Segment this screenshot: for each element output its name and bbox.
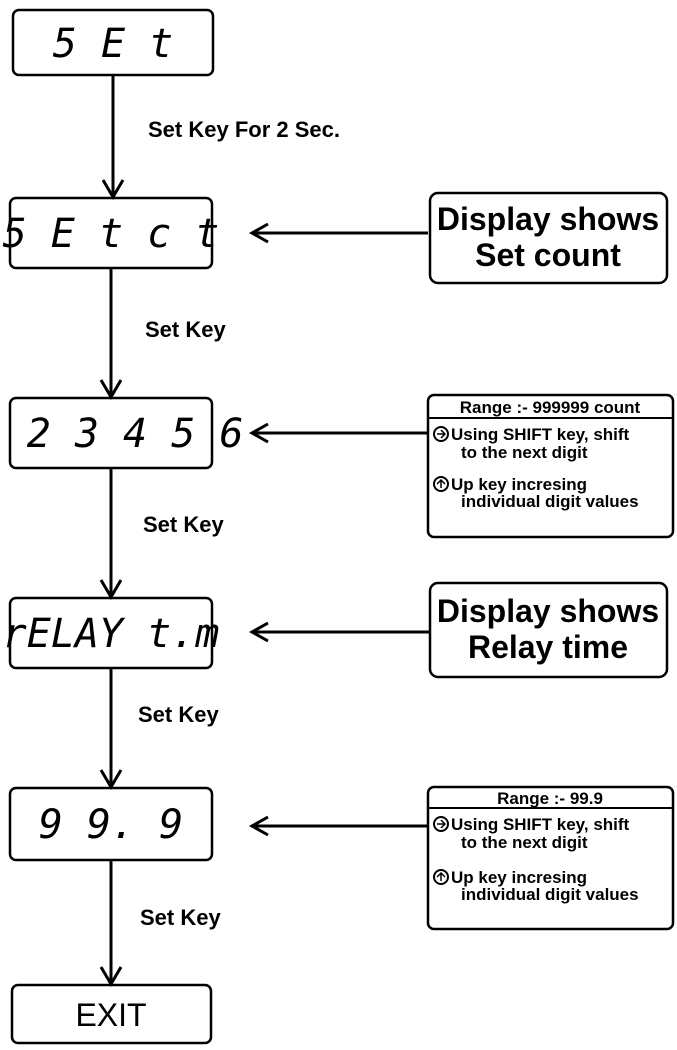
- flow-arrow-1: [101, 75, 125, 200]
- callout-time-range-item1-line1: Using SHIFT key, shift: [451, 815, 630, 834]
- callout-count-range-item1-line2: to the next digit: [461, 443, 588, 462]
- step-set: 5 E t: [11, 8, 215, 77]
- transition-label-4: Set Key: [138, 702, 219, 727]
- up-key-icon: [433, 476, 449, 492]
- flow-arrow-4: [99, 668, 123, 790]
- callout-count-range-item1-line1: Using SHIFT key, shift: [451, 425, 630, 444]
- callout-relay-time: Display shows Relay time: [428, 581, 669, 679]
- transition-label-2: Set Key: [145, 317, 226, 342]
- step-setct: 5 E t c t: [3, 196, 220, 270]
- callout-set-count-line1: Display shows: [437, 201, 659, 237]
- step-setct-display: 5 E t c t: [3, 211, 220, 257]
- step-exit-label: EXIT: [75, 997, 146, 1033]
- step-time-value-display: 9 9. 9: [39, 802, 184, 848]
- up-key-icon: [433, 869, 449, 885]
- transition-label-3: Set Key: [143, 512, 224, 537]
- callout-arrow-2: [248, 422, 428, 444]
- flow-arrow-2: [99, 268, 123, 400]
- callout-time-range-item2-line2: individual digit values: [461, 885, 639, 904]
- callout-count-range-item2-line2: individual digit values: [461, 492, 639, 511]
- callout-arrow-3: [248, 621, 430, 643]
- step-time-value: 9 9. 9: [8, 786, 214, 862]
- step-count-value-display: 1 2 3 4 5 6: [0, 411, 243, 457]
- callout-relay-time-line2: Relay time: [468, 629, 628, 665]
- transition-label-5: Set Key: [140, 905, 221, 930]
- callout-count-range-title: Range :- 999999 count: [460, 398, 641, 417]
- callout-relay-time-line1: Display shows: [437, 593, 659, 629]
- callout-count-range-item2-line1: Up key incresing: [451, 475, 587, 494]
- flow-arrow-3: [99, 468, 123, 600]
- callout-time-range-item2-line1: Up key incresing: [451, 868, 587, 887]
- step-exit: EXIT: [10, 983, 213, 1045]
- shift-key-icon: [433, 426, 449, 442]
- shift-key-icon: [433, 816, 449, 832]
- flow-arrow-5: [99, 860, 123, 987]
- transition-label-1: Set Key For 2 Sec.: [148, 117, 340, 142]
- callout-set-count: Display shows Set count: [428, 191, 669, 285]
- callout-arrow-1: [248, 222, 428, 244]
- callout-time-range-item1-line2: to the next digit: [461, 833, 588, 852]
- callout-time-range: Range :- 99.9 Using SHIFT key, shift to …: [426, 785, 675, 931]
- step-relay-time: rELAY t.m: [3, 596, 220, 670]
- step-relay-time-display: rELAY t.m: [3, 611, 220, 657]
- step-set-display: 5 E t: [53, 21, 173, 67]
- callout-count-range: Range :- 999999 count Using SHIFT key, s…: [426, 393, 675, 539]
- callout-set-count-line2: Set count: [475, 237, 621, 273]
- step-count-value: 1 2 3 4 5 6: [0, 396, 243, 470]
- callout-time-range-title: Range :- 99.9: [497, 789, 603, 808]
- callout-arrow-4: [248, 815, 428, 837]
